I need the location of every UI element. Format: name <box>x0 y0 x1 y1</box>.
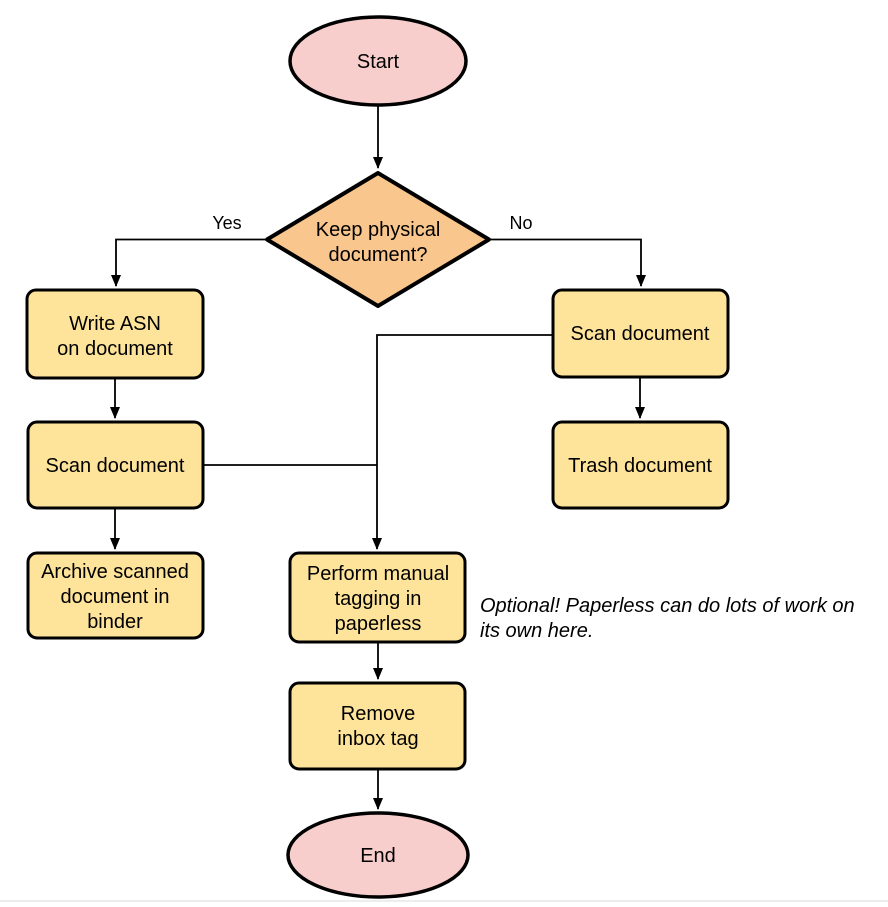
edge-label-no: No <box>509 213 532 233</box>
annotation-line1: Optional! Paperless can do lots of work … <box>480 595 855 617</box>
remove-inbox-box <box>288 681 467 771</box>
edge-scan-right-to-tagging <box>372 334 553 550</box>
archive-label-line2: document in <box>61 586 170 608</box>
trash-box <box>551 420 730 510</box>
annotation-line2: its own here. <box>480 620 593 642</box>
node-scan-document-left: Scan document <box>26 420 205 510</box>
write-asn-label-line2: on document <box>57 338 173 360</box>
write-asn-label-line1: Write ASN <box>69 313 161 335</box>
tagging-label-line3: paperless <box>335 613 422 635</box>
decision-label-line1: Keep physical <box>316 219 441 241</box>
node-remove-inbox-tag: Remove inbox tag <box>288 681 467 771</box>
node-end: End <box>286 811 470 899</box>
node-decision-keep-physical: Keep physical document? <box>265 171 491 308</box>
remove-inbox-label-line1: Remove <box>341 703 415 725</box>
start-ellipse <box>288 15 468 107</box>
node-archive-in-binder: Archive scanned document in binder <box>26 551 205 640</box>
end-label: End <box>360 845 396 867</box>
node-manual-tagging: Perform manual tagging in paperless <box>288 551 467 644</box>
scan-right-box <box>551 288 730 379</box>
remove-inbox-label-line2: inbox tag <box>337 728 418 750</box>
edge-decision-yes-to-write-asn <box>111 238 265 287</box>
start-label: Start <box>357 51 400 73</box>
node-trash-document: Trash document <box>551 420 730 510</box>
archive-box <box>26 551 205 640</box>
scan-right-label: Scan document <box>571 323 710 345</box>
end-ellipse <box>286 811 470 899</box>
decision-diamond <box>265 171 491 308</box>
annotation-optional-paperless: Optional! Paperless can do lots of work … <box>480 595 855 642</box>
decision-label-line2: document? <box>329 244 428 266</box>
scan-left-box <box>26 420 205 510</box>
tagging-box <box>288 551 467 644</box>
archive-label-line3: binder <box>87 611 143 633</box>
node-start: Start <box>288 15 468 107</box>
edge-label-yes: Yes <box>212 213 241 233</box>
edge-decision-no-to-scan-right <box>491 238 646 287</box>
scan-left-label: Scan document <box>46 455 185 477</box>
tagging-label-line2: tagging in <box>335 588 422 610</box>
node-scan-document-right: Scan document <box>551 288 730 379</box>
trash-label: Trash document <box>568 455 712 477</box>
node-write-asn: Write ASN on document <box>25 288 205 380</box>
write-asn-box <box>25 288 205 380</box>
tagging-label-line1: Perform manual <box>307 563 449 585</box>
archive-label-line1: Archive scanned <box>41 561 189 583</box>
